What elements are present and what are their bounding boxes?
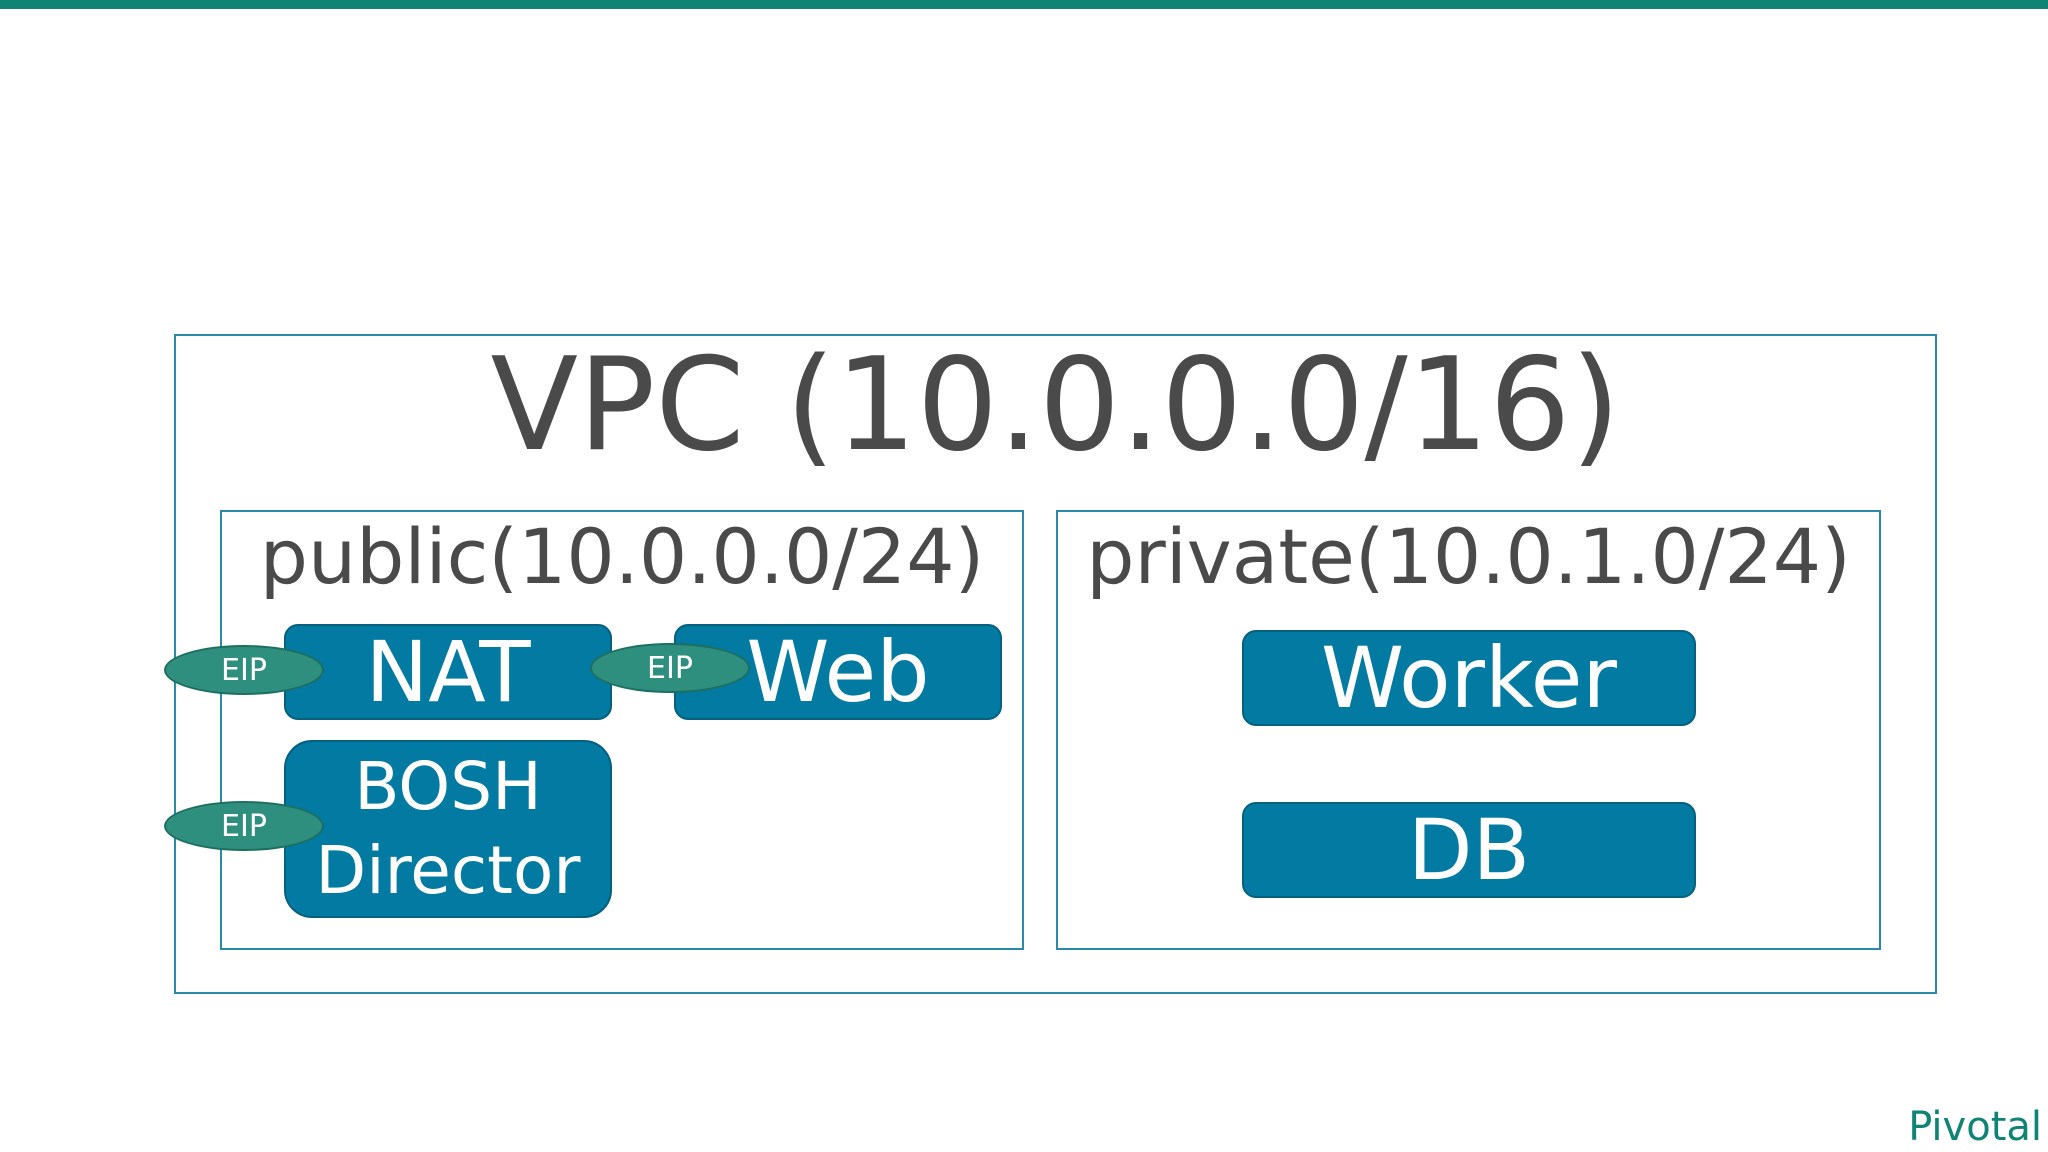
public-subnet [220, 510, 1024, 950]
bosh-director-node: BOSH Director [284, 740, 612, 918]
public-subnet-label: public(10.0.0.0/24) [259, 512, 985, 601]
nat-eip-badge: EIP [164, 645, 324, 695]
top-accent-bar [0, 0, 2048, 9]
bosh-eip-badge: EIP [164, 801, 324, 851]
db-node: DB [1242, 801, 1696, 899]
vpc-title: VPC (10.0.0.0/16) [490, 331, 1621, 480]
worker-node: Worker [1242, 629, 1696, 727]
nat-node: NAT [284, 623, 612, 721]
private-subnet [1056, 510, 1881, 950]
private-subnet-label: private(10.0.1.0/24) [1086, 512, 1851, 601]
web-eip-badge: EIP [590, 643, 750, 693]
pivotal-logo: Pivotal [1908, 1104, 2042, 1150]
